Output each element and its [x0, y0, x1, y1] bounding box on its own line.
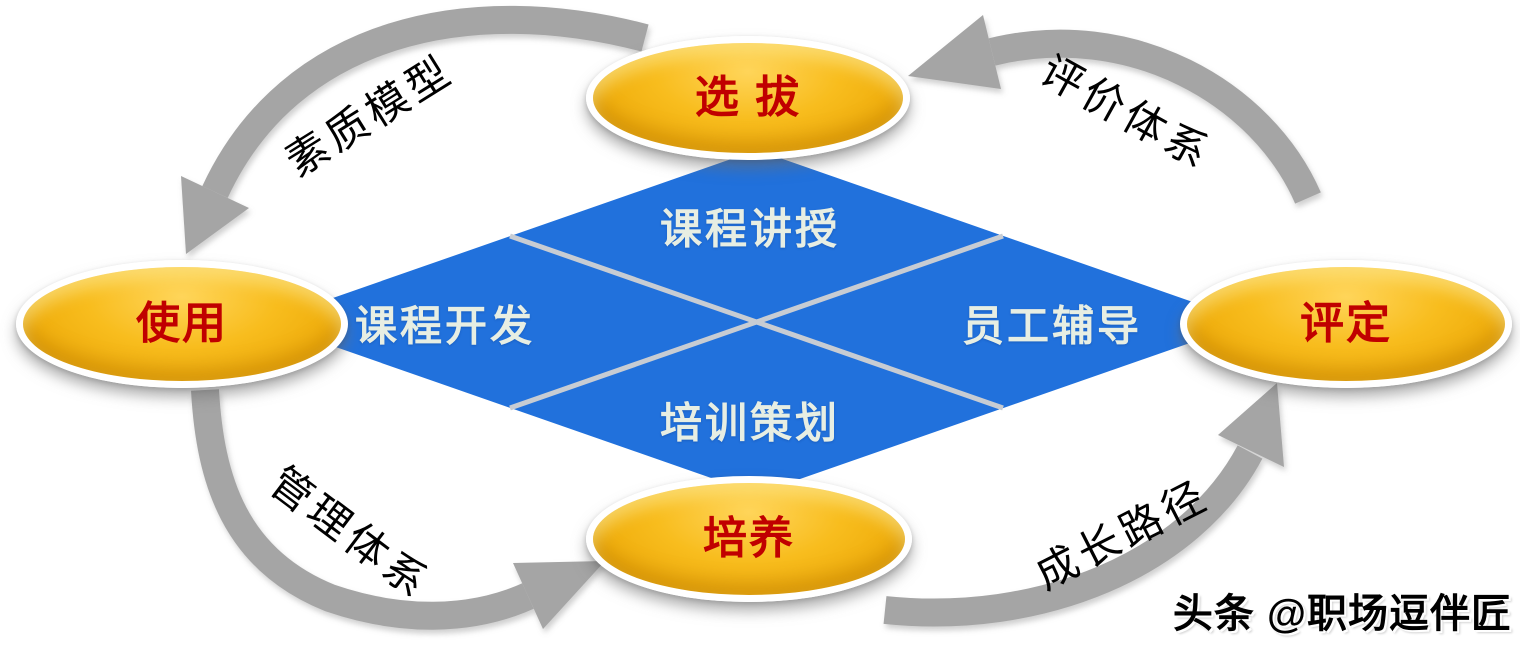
arrow-bottom-to-right — [883, 383, 1284, 627]
node-label-usage: 使用 — [136, 299, 228, 348]
node-ellipse-usage: 使用 — [16, 260, 348, 388]
watermark-text: 头条 @职场逗伴匠 — [1172, 592, 1512, 636]
diamond-divider-x — [509, 233, 1004, 411]
arrow-right-to-top — [908, 15, 1321, 204]
diamond-label-course-teaching: 课程讲授 — [659, 205, 841, 253]
node-ellipse-evaluation: 评定 — [1180, 260, 1512, 388]
diamond-label-course-development: 课程开发 — [354, 302, 536, 350]
diamond — [264, 150, 1250, 494]
node-ellipse-cultivation: 培养 — [586, 476, 912, 602]
diamond-label-training-planning: 培训策划 — [659, 399, 841, 447]
arrow-top-to-left — [181, 5, 649, 254]
node-label-cultivation: 培养 — [703, 514, 795, 563]
arrow-left-to-bottom — [191, 389, 605, 630]
node-ellipse-selection: 选 拔 — [586, 36, 910, 160]
cycle-arrows — [181, 5, 1321, 630]
node-label-selection: 选 拔 — [694, 73, 802, 122]
diamond-label-employee-coaching: 员工辅导 — [961, 302, 1143, 350]
node-label-evaluation: 评定 — [1300, 299, 1392, 348]
